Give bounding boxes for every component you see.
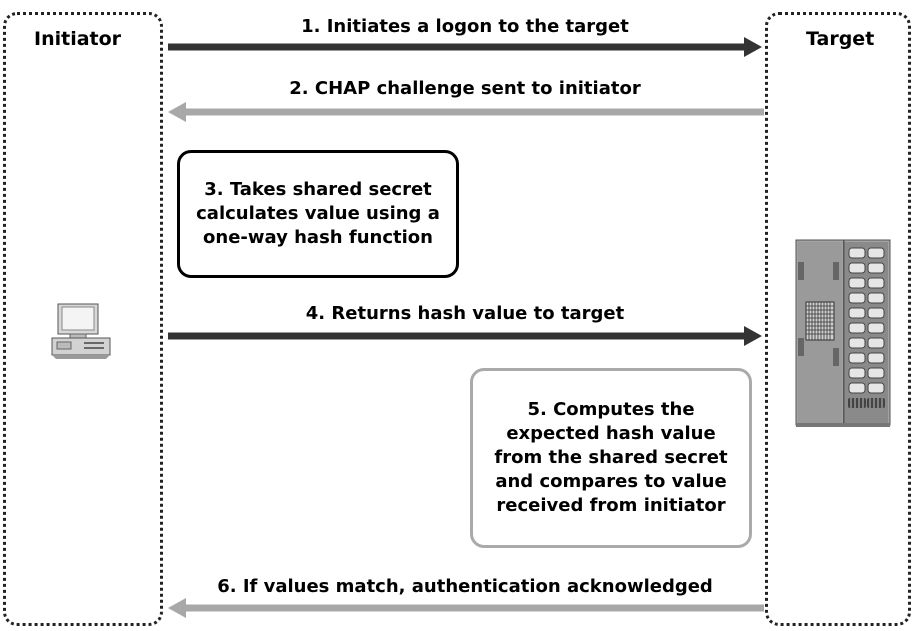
message-6-label: 6. If values match, authentication ackno…: [217, 576, 713, 597]
message-1-label: 1. Initiates a logon to the target: [301, 16, 629, 37]
desktop-computer-icon: [51, 303, 111, 359]
step-3-box: 3. Takes shared secret calculates value …: [177, 150, 459, 278]
message-2-label: 2. CHAP challenge sent to initiator: [289, 78, 641, 99]
initiator-lane: [3, 12, 163, 626]
step-5-text: 5. Computes the expected hash value from…: [494, 399, 728, 516]
arrow-6: [168, 598, 764, 618]
arrow-4: [168, 326, 762, 346]
arrow-2: [168, 102, 764, 122]
initiator-title: Initiator: [34, 28, 122, 50]
storage-array-icon: [795, 239, 891, 427]
step-3-text: 3. Takes shared secret calculates value …: [196, 179, 440, 248]
message-4-label: 4. Returns hash value to target: [305, 303, 625, 324]
arrow-1: [168, 37, 762, 57]
target-title: Target: [806, 28, 875, 50]
target-lane: [765, 12, 911, 626]
step-5-box: 5. Computes the expected hash value from…: [470, 368, 752, 548]
